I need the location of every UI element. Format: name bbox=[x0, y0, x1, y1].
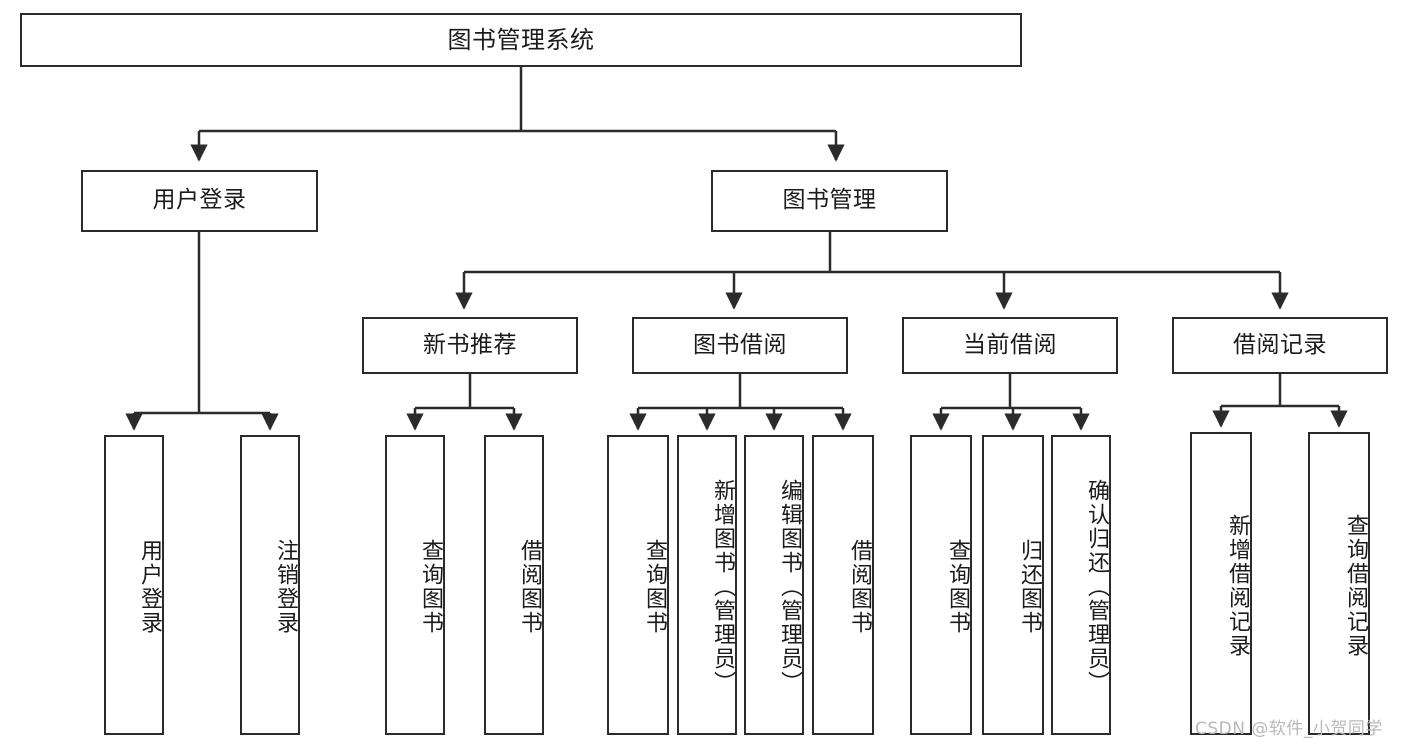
leaf-query-book-current[interactable]: 查询图书 bbox=[910, 435, 972, 735]
leaf-query-book-borrow[interactable]: 查询图书 bbox=[607, 435, 669, 735]
node-label: 借阅图书 bbox=[517, 539, 542, 635]
node-label: 查询图书 bbox=[418, 539, 443, 635]
node-label: 注销登录 bbox=[273, 539, 298, 635]
node-current-borrow[interactable]: 当前借阅 bbox=[902, 317, 1118, 374]
leaf-user-login[interactable]: 用户登录 bbox=[104, 435, 164, 735]
leaf-edit-book-admin[interactable]: 编辑图书（管理员） bbox=[744, 435, 804, 735]
leaf-logout[interactable]: 注销登录 bbox=[240, 435, 300, 735]
node-book-management[interactable]: 图书管理 bbox=[711, 170, 948, 232]
node-label: 图书借阅 bbox=[693, 331, 787, 358]
node-label: 查询图书 bbox=[945, 539, 970, 635]
node-label: 当前借阅 bbox=[963, 331, 1057, 358]
node-label: 借阅记录 bbox=[1233, 331, 1327, 358]
node-label: 用户登录 bbox=[152, 187, 247, 214]
leaf-query-borrow-record[interactable]: 查询借阅记录 bbox=[1308, 432, 1370, 735]
node-root[interactable]: 图书管理系统 bbox=[20, 13, 1022, 67]
leaf-borrow-book-recommend[interactable]: 借阅图书 bbox=[484, 435, 544, 735]
node-label: 归还图书 bbox=[1017, 539, 1042, 635]
leaf-borrow-book[interactable]: 借阅图书 bbox=[812, 435, 874, 735]
node-label: 确认归还（管理员） bbox=[1084, 479, 1109, 695]
node-book-borrow[interactable]: 图书借阅 bbox=[632, 317, 848, 374]
node-label: 用户登录 bbox=[137, 539, 162, 635]
leaf-add-borrow-record[interactable]: 新增借阅记录 bbox=[1190, 432, 1252, 735]
leaf-confirm-return-admin[interactable]: 确认归还（管理员） bbox=[1051, 435, 1111, 735]
node-label: 借阅图书 bbox=[847, 539, 872, 635]
node-label: 新增图书（管理员） bbox=[710, 479, 735, 695]
node-label: 查询借阅记录 bbox=[1343, 513, 1368, 658]
node-label: 查询图书 bbox=[642, 539, 667, 635]
leaf-add-book-admin[interactable]: 新增图书（管理员） bbox=[677, 435, 737, 735]
leaf-return-book[interactable]: 归还图书 bbox=[982, 435, 1044, 735]
node-label: 编辑图书（管理员） bbox=[777, 479, 802, 695]
node-label: 图书管理 bbox=[782, 187, 877, 214]
csdn-watermark: CSDN @软件_小贺同学 bbox=[1195, 719, 1383, 739]
node-user-login[interactable]: 用户登录 bbox=[81, 170, 318, 232]
node-label: 新增借阅记录 bbox=[1225, 513, 1250, 658]
node-label: 新书推荐 bbox=[423, 331, 517, 358]
leaf-query-book-recommend[interactable]: 查询图书 bbox=[385, 435, 445, 735]
node-label: 图书管理系统 bbox=[447, 25, 595, 54]
node-borrow-record[interactable]: 借阅记录 bbox=[1172, 317, 1388, 374]
node-new-book-recommend[interactable]: 新书推荐 bbox=[362, 317, 578, 374]
